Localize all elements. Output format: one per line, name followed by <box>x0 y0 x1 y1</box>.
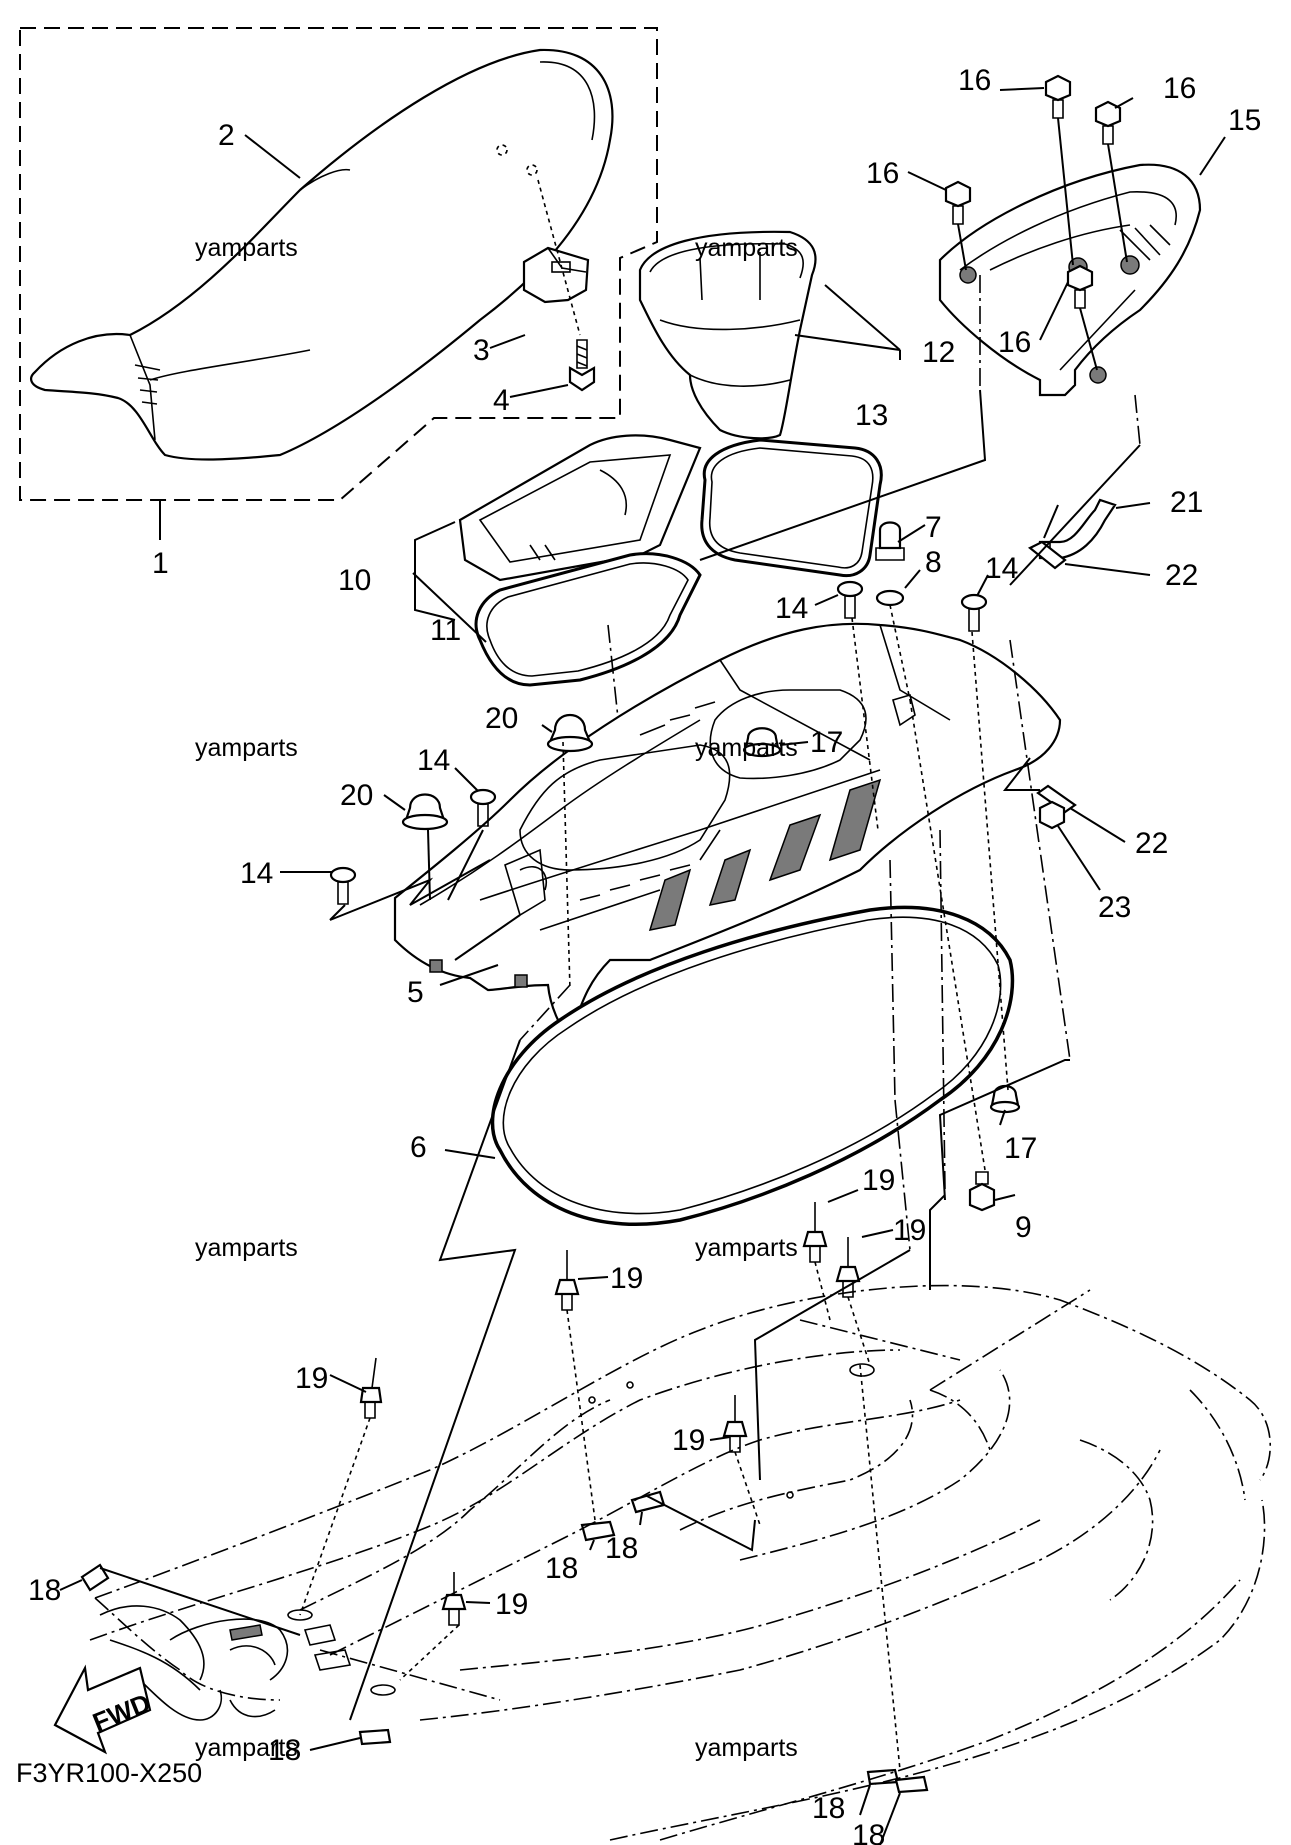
callout-19-e: 19 <box>672 1424 705 1457</box>
callout-18-f: 18 <box>852 1819 885 1845</box>
watermarks: yamparts yamparts yamparts yamparts yamp… <box>195 234 798 1762</box>
reference-lines <box>99 275 1141 1771</box>
callout-19-f: 19 <box>495 1588 528 1621</box>
callout-9: 9 <box>1015 1211 1032 1244</box>
diagram-code: F3YR100-X250 <box>16 1758 202 1788</box>
rivet-19-e <box>722 1395 748 1453</box>
rivet-19-f <box>441 1572 467 1626</box>
callout-17-b: 17 <box>1004 1132 1037 1165</box>
callout-17-a: 17 <box>810 726 843 759</box>
callout-14-d: 14 <box>240 857 273 890</box>
callout-3: 3 <box>473 334 490 367</box>
seat <box>30 48 614 461</box>
seat-group-boundary <box>19 27 658 501</box>
watermark: yamparts <box>695 1734 798 1762</box>
callout-leaders <box>59 87 1226 1845</box>
watermark: yamparts <box>195 734 298 762</box>
callout-19-a: 19 <box>862 1164 895 1197</box>
screw-14-d <box>329 866 357 905</box>
storage-bin <box>638 230 817 440</box>
callout-21: 21 <box>1170 486 1203 519</box>
plate-18-f <box>894 1775 929 1794</box>
screw-14-c <box>469 788 497 827</box>
gasket-13 <box>700 438 883 578</box>
watermark: yamparts <box>195 1734 298 1762</box>
callout-13: 13 <box>855 399 888 432</box>
bolt-16-d <box>1066 264 1094 309</box>
plate-18-a <box>580 1520 616 1542</box>
callout-16-a: 16 <box>958 64 991 97</box>
bolt-16-c <box>944 180 972 225</box>
callout-20-b: 20 <box>340 779 373 812</box>
callout-23: 23 <box>1098 891 1131 924</box>
screw-part-4 <box>568 339 596 392</box>
callout-1: 1 <box>152 547 169 580</box>
screw-14-b <box>960 593 988 632</box>
cap-7 <box>875 521 905 561</box>
rivet-19-b <box>835 1237 861 1298</box>
callout-19-b: 19 <box>893 1214 926 1247</box>
part-callouts: 1 2 3 4 5 6 7 8 9 10 11 12 13 14 14 14 1… <box>28 64 1261 1845</box>
grommet-17-b <box>989 1084 1021 1114</box>
callout-4: 4 <box>493 384 510 417</box>
callout-18-e: 18 <box>812 1792 845 1825</box>
rivet-19-d <box>359 1357 383 1419</box>
callout-18-c: 18 <box>28 1574 61 1607</box>
callout-19-d: 19 <box>295 1362 328 1395</box>
callout-18-a: 18 <box>545 1552 578 1585</box>
callout-14-a: 14 <box>775 592 808 625</box>
plate-18-c <box>80 1563 110 1592</box>
callout-18-b: 18 <box>605 1532 638 1565</box>
callout-16-c: 16 <box>866 157 899 190</box>
forward-direction-arrow: FWD <box>53 1664 155 1755</box>
seat-hook-bracket <box>522 246 590 304</box>
callout-16-d: 16 <box>998 326 1031 359</box>
callout-16-b: 16 <box>1163 72 1196 105</box>
screw-14-a <box>836 580 864 619</box>
watermark: yamparts <box>695 734 798 762</box>
bolt-16-b <box>1094 100 1122 145</box>
callout-12: 12 <box>922 336 955 369</box>
hull-outline <box>89 1284 1271 1841</box>
plate-18-d <box>358 1728 392 1746</box>
callout-7: 7 <box>925 511 942 544</box>
callout-10: 10 <box>338 564 371 597</box>
watermark: yamparts <box>195 234 298 262</box>
callout-11: 11 <box>430 614 461 647</box>
callout-6: 6 <box>410 1131 427 1164</box>
callout-18-d: 18 <box>268 1734 301 1767</box>
watermark: yamparts <box>695 234 798 262</box>
grommet-17-a <box>742 727 782 758</box>
rivet-19-a <box>802 1202 828 1263</box>
hatch-gasket-6 <box>490 905 1015 1226</box>
plate-22-a <box>1027 540 1067 570</box>
washer-8 <box>875 589 905 607</box>
callout-19-c: 19 <box>610 1262 643 1295</box>
callout-15: 15 <box>1228 104 1261 137</box>
callout-22-b: 22 <box>1135 827 1168 860</box>
grommet-20-b <box>401 793 449 831</box>
watermark: yamparts <box>195 1234 298 1262</box>
gasket-11 <box>474 552 702 687</box>
callout-20-a: 20 <box>485 702 518 735</box>
nut-9 <box>968 1171 996 1212</box>
bolt-16-a <box>1044 74 1072 119</box>
nut-23 <box>1038 800 1066 830</box>
grommet-20-a <box>546 714 594 753</box>
callout-2: 2 <box>218 119 235 152</box>
watermark: yamparts <box>695 1234 798 1262</box>
callout-22-a: 22 <box>1165 559 1198 592</box>
callout-8: 8 <box>925 546 942 579</box>
rivet-19-c <box>554 1250 580 1311</box>
callout-14-c: 14 <box>417 744 450 777</box>
callout-14-b: 14 <box>985 552 1018 585</box>
callout-5: 5 <box>407 976 424 1009</box>
